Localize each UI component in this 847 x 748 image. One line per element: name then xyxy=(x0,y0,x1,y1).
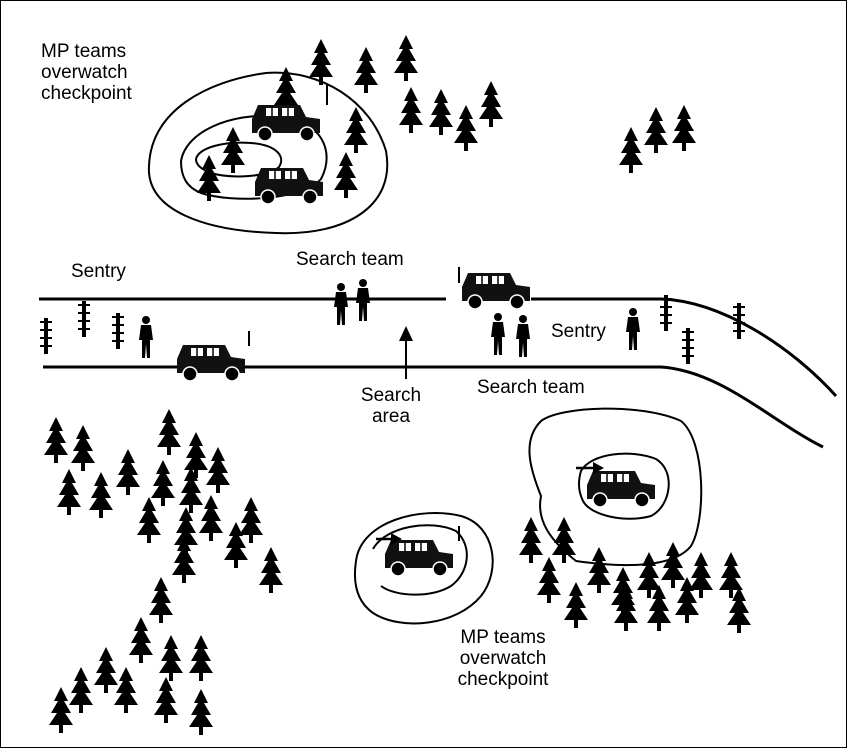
search-area-arrow-icon xyxy=(399,326,413,379)
overwatch-label-top: MP teams overwatch checkpoint xyxy=(41,41,132,104)
overwatch-label-bottom-line-1: MP teams xyxy=(460,627,546,648)
contour-right xyxy=(528,407,703,567)
search-team-label-bottom: Search team xyxy=(477,377,585,398)
sentry-label-left: Sentry xyxy=(71,261,126,282)
trees-left xyxy=(44,409,283,735)
overwatch-label-top-line-3: checkpoint xyxy=(41,83,132,104)
search-area-label: Search area xyxy=(351,385,431,427)
search-area-label-line-1: Search xyxy=(360,385,422,406)
road xyxy=(39,297,838,449)
contour-top xyxy=(147,71,389,235)
overwatch-label-top-line-1: MP teams xyxy=(41,41,127,62)
overwatch-arrow-icons xyxy=(376,462,604,545)
vehicles xyxy=(176,85,656,577)
overwatch-label-bottom: MP teams overwatch checkpoint xyxy=(441,627,565,690)
sentry-label-right: Sentry xyxy=(551,321,606,342)
trees-right xyxy=(519,517,751,633)
contour-bottom-left xyxy=(354,512,494,625)
search-team-label-top: Search team xyxy=(296,249,404,270)
search-area-label-line-2: area xyxy=(371,406,411,427)
overwatch-label-bottom-line-2: overwatch xyxy=(459,648,547,669)
overwatch-label-top-line-2: overwatch xyxy=(41,62,128,83)
overwatch-label-bottom-line-3: checkpoint xyxy=(457,669,549,690)
